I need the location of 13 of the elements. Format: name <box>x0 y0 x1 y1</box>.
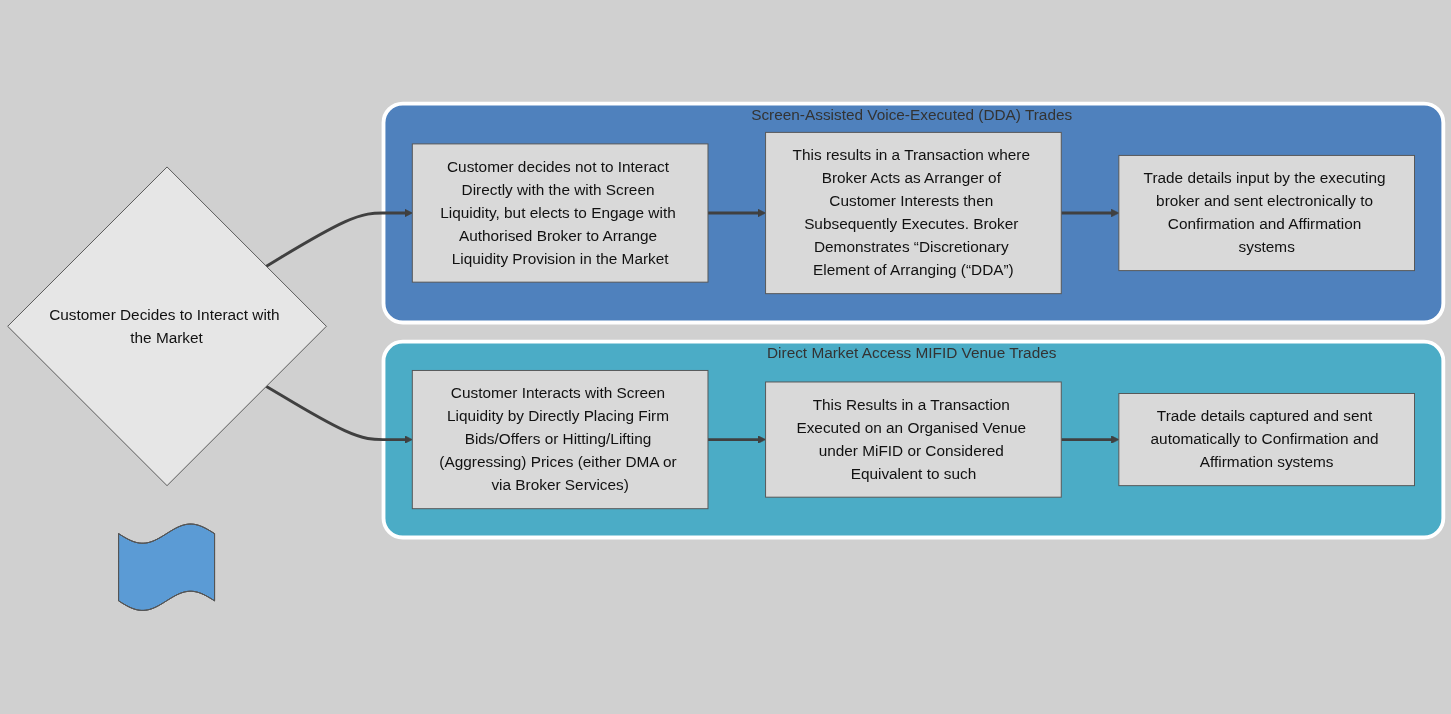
node-box: Trade details captured and sent automatically to Confirmation and Affirmation systems <box>1118 393 1415 487</box>
node-box: Customer Interacts with Screen Liquidity by Directly Placing Firm Bids/Offers or Hitting/Lifting (Aggressing) Prices (either DMA or via Broker Services) <box>411 369 709 510</box>
arrow <box>265 384 413 444</box>
arrow <box>708 435 766 444</box>
node-box: Trade details input by the executing broker and sent electronically to Confirmation and Affirmation systems <box>1118 154 1415 272</box>
node-box: Customer decides not to Interact Directly with the with Screen Liquidity, but elects to Engage with Authorised Broker to Arrange Liquidity Provision in the Market <box>411 143 709 283</box>
arrow <box>265 208 413 268</box>
arrow <box>1061 208 1120 218</box>
node-box: This results in a Transaction where Broker Acts as Arranger of Customer Interests then Subsequently Executes. Broker Demonstrates “Discretionary Element of Arranging (“DDA”) <box>765 131 1062 295</box>
node-box: This Results in a Transaction Executed on an Organised Venue under MiFID or Considered Equivalent to such <box>765 381 1062 498</box>
node-diamond: Customer Decides to Interact with the Market <box>7 166 327 487</box>
arrow <box>708 208 766 218</box>
arrow <box>1061 435 1120 444</box>
